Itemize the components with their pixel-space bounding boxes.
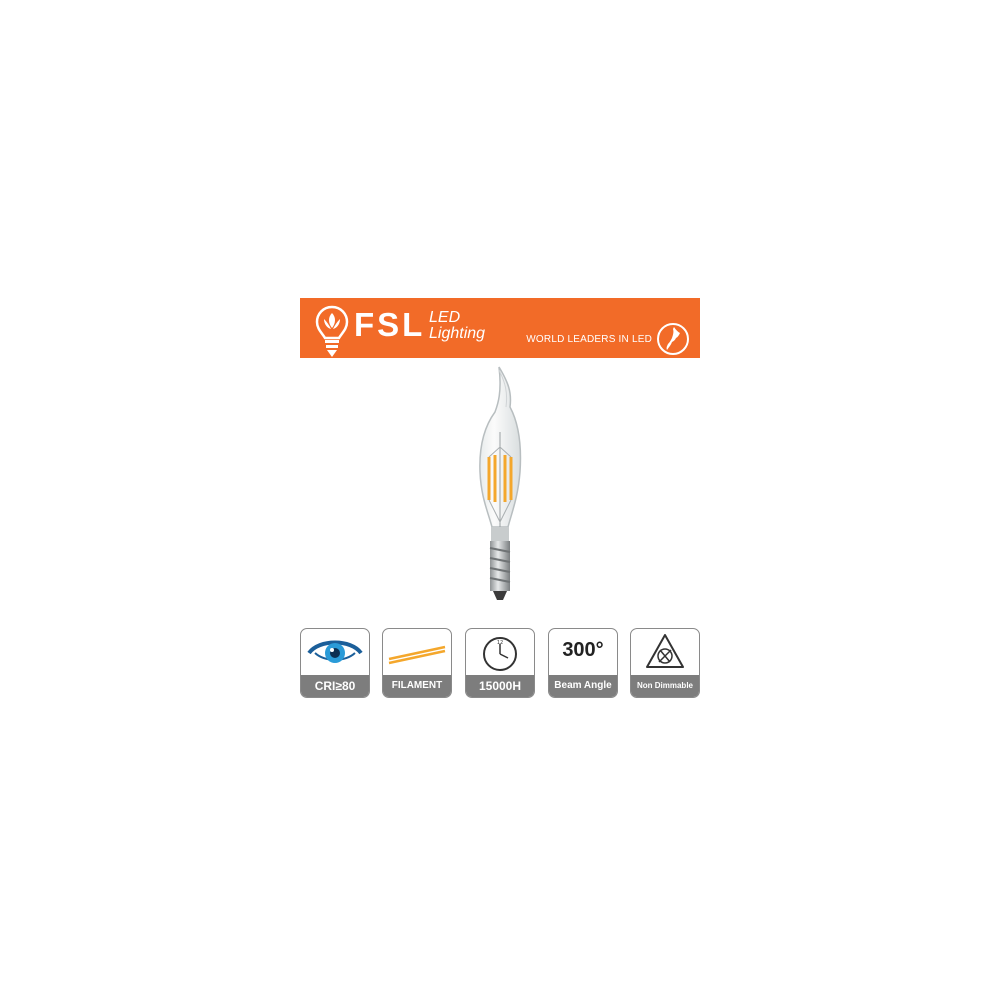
feature-cri-label: CRI≥80 <box>301 675 369 697</box>
feature-non-dimmable-label: Non Dimmable <box>631 675 699 697</box>
feature-icons-row: CRI≥80 FILAMENT 12 15000H 300° Beam Angl… <box>300 628 700 700</box>
feature-cri: CRI≥80 <box>300 628 370 698</box>
feature-filament: FILAMENT <box>382 628 452 698</box>
feature-non-dimmable: Non Dimmable <box>630 628 700 698</box>
lightbulb-logo-icon <box>315 305 349 357</box>
non-dimmable-icon <box>646 634 684 668</box>
brand-name: FSL <box>354 306 426 343</box>
clock-icon: 12 <box>483 637 517 671</box>
new-zealand-map-icon <box>657 323 689 355</box>
candle-bulb-image <box>479 366 522 600</box>
filament-icon <box>388 645 446 665</box>
brand-tagline: WORLD LEADERS IN LED <box>526 334 652 345</box>
beam-angle-value: 300° <box>562 639 604 661</box>
clock-number: 12 <box>497 640 503 646</box>
feature-beam-angle: 300° Beam Angle <box>548 628 618 698</box>
brand-banner: FSL LED Lighting WORLD LEADERS IN LED <box>300 298 700 360</box>
brand-subtitle: LED Lighting <box>429 310 485 342</box>
eye-icon <box>307 640 363 663</box>
product-card: FSL LED Lighting WORLD LEADERS IN LED <box>300 298 700 708</box>
feature-lifetime: 12 15000H <box>465 628 535 698</box>
brand-subtitle-line1: LED <box>429 309 461 326</box>
feature-lifetime-label: 15000H <box>466 675 534 697</box>
feature-beam-angle-label: Beam Angle <box>549 675 617 697</box>
feature-filament-label: FILAMENT <box>383 675 451 697</box>
brand-subtitle-line2: Lighting <box>429 325 486 342</box>
